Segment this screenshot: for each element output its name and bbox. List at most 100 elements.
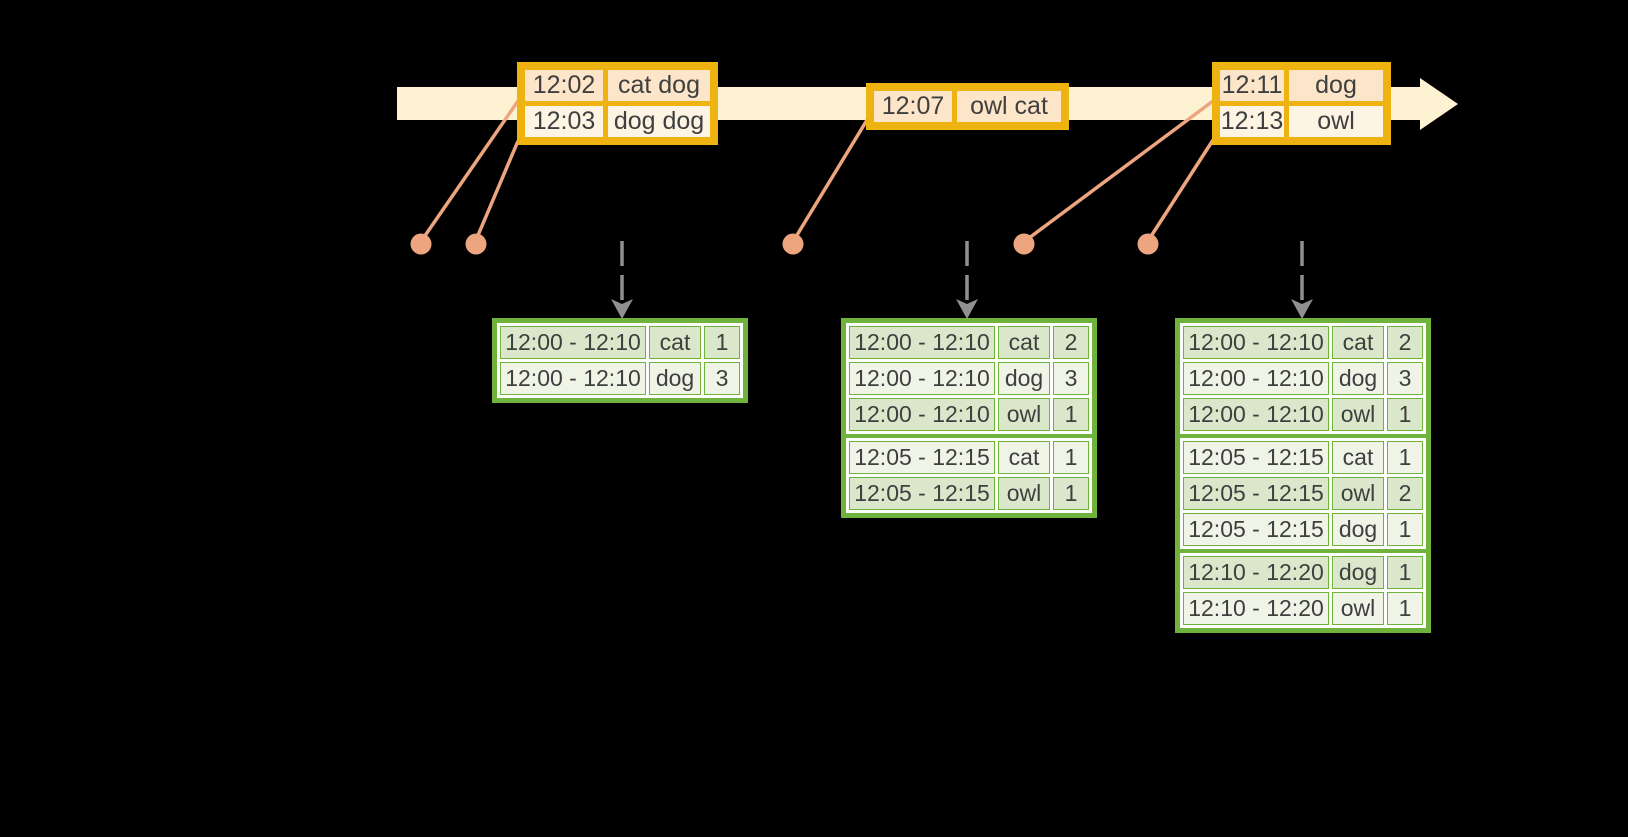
event-words-cell: owl cat xyxy=(956,90,1062,123)
count-cell: 1 xyxy=(1053,477,1089,510)
word-cell: owl xyxy=(998,477,1050,510)
word-cell: owl xyxy=(1332,477,1384,510)
timeline-arrowhead-icon xyxy=(1420,78,1458,130)
count-cell: 3 xyxy=(1053,362,1089,395)
count-cell: 1 xyxy=(1387,556,1423,589)
event-dot xyxy=(1137,233,1159,255)
event-dot xyxy=(465,233,487,255)
count-cell: 2 xyxy=(1387,477,1423,510)
count-cell: 1 xyxy=(1387,513,1423,546)
word-cell: cat xyxy=(1332,326,1384,359)
trigger-arrows xyxy=(611,241,1313,319)
connector-line xyxy=(1146,139,1215,242)
window-cell: 12:05 - 12:15 xyxy=(1183,441,1329,474)
event-time-cell: 12:02 xyxy=(524,69,604,102)
count-cell: 2 xyxy=(1387,326,1423,359)
word-cell: owl xyxy=(1332,592,1384,625)
window-cell: 12:00 - 12:10 xyxy=(500,326,646,359)
event-dot xyxy=(410,233,432,255)
event-time-cell: 12:07 xyxy=(873,90,953,123)
window-cell: 12:05 - 12:15 xyxy=(849,477,995,510)
window-cell: 12:00 - 12:10 xyxy=(500,362,646,395)
window-cell: 12:00 - 12:10 xyxy=(849,326,995,359)
word-cell: cat xyxy=(998,326,1050,359)
event-words-cell: owl xyxy=(1288,105,1384,138)
connector-lines xyxy=(420,99,1215,243)
connector-line xyxy=(420,100,520,241)
event-words-cell: cat dog xyxy=(607,69,711,102)
window-cell: 12:00 - 12:10 xyxy=(1183,326,1329,359)
count-cell: 1 xyxy=(1387,592,1423,625)
count-cell: 1 xyxy=(704,326,740,359)
trigger-arrowhead-icon xyxy=(1291,299,1313,319)
event-words-cell: dog dog xyxy=(607,105,711,138)
count-cell: 1 xyxy=(1387,398,1423,431)
trigger-arrowhead-icon xyxy=(956,299,978,319)
word-cell: cat xyxy=(1332,441,1384,474)
connector-line xyxy=(792,119,869,241)
window-cell: 12:00 - 12:10 xyxy=(1183,362,1329,395)
window-cell: 12:10 - 12:20 xyxy=(1183,556,1329,589)
count-cell: 3 xyxy=(1387,362,1423,395)
window-cell: 12:00 - 12:10 xyxy=(849,362,995,395)
count-cell: 2 xyxy=(1053,326,1089,359)
connector-line xyxy=(474,140,520,241)
event-time-cell: 12:13 xyxy=(1219,105,1285,138)
event-dot xyxy=(782,233,804,255)
count-cell: 1 xyxy=(1053,441,1089,474)
word-cell: dog xyxy=(649,362,701,395)
trigger-arrowhead-icon xyxy=(611,299,633,319)
window-cell: 12:00 - 12:10 xyxy=(1183,398,1329,431)
window-cell: 12:10 - 12:20 xyxy=(1183,592,1329,625)
word-cell: dog xyxy=(1332,513,1384,546)
word-cell: owl xyxy=(998,398,1050,431)
window-cell: 12:05 - 12:15 xyxy=(849,441,995,474)
event-time-cell: 12:03 xyxy=(524,105,604,138)
count-cell: 1 xyxy=(1387,441,1423,474)
word-cell: owl xyxy=(1332,398,1384,431)
event-time-cell: 12:11 xyxy=(1219,69,1285,102)
event-dots xyxy=(410,233,1159,255)
word-cell: dog xyxy=(1332,556,1384,589)
count-cell: 3 xyxy=(704,362,740,395)
window-cell: 12:00 - 12:10 xyxy=(849,398,995,431)
event-dot xyxy=(1013,233,1035,255)
word-cell: dog xyxy=(998,362,1050,395)
word-cell: cat xyxy=(998,441,1050,474)
count-cell: 1 xyxy=(1053,398,1089,431)
window-cell: 12:05 - 12:15 xyxy=(1183,477,1329,510)
window-cell: 12:05 - 12:15 xyxy=(1183,513,1329,546)
